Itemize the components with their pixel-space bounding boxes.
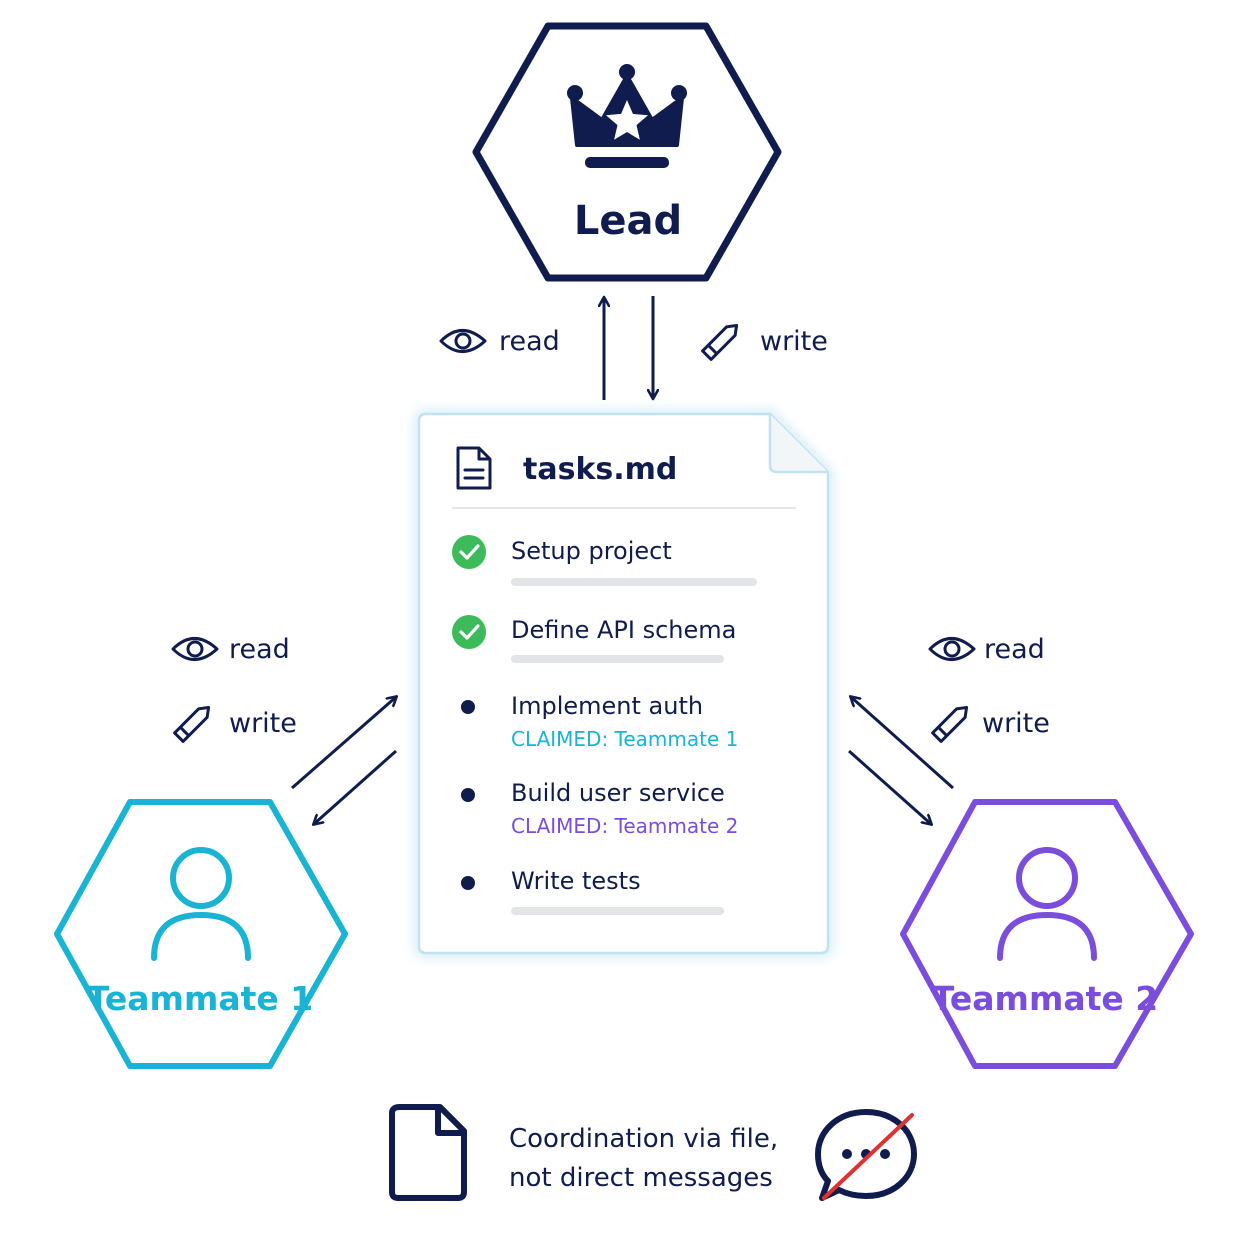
task-item: Setup project bbox=[452, 535, 757, 586]
read-text: read bbox=[229, 634, 290, 665]
user-icon bbox=[151, 847, 251, 961]
task-label: Build user service bbox=[511, 779, 725, 807]
task-placeholder-bar bbox=[511, 655, 724, 663]
read-text: read bbox=[984, 634, 1045, 665]
teammate1-node: Teammate 1 bbox=[54, 799, 348, 1069]
no-chat-icon bbox=[815, 1109, 917, 1201]
lead-label: Lead bbox=[574, 198, 682, 244]
teammate2-write-arrow bbox=[851, 697, 954, 790]
task-item: Build user service CLAIMED: Teammate 2 bbox=[461, 779, 738, 838]
bullet-icon bbox=[461, 700, 475, 714]
tasks-file-card: tasks.md Setup project Define API schema… bbox=[415, 410, 832, 957]
task-label: Write tests bbox=[511, 867, 641, 895]
teammate1-write-label: write bbox=[173, 705, 297, 743]
lead-node: Lead bbox=[472, 22, 782, 282]
check-circle-icon bbox=[452, 535, 486, 569]
eye-icon bbox=[171, 637, 219, 661]
file-dogear bbox=[768, 414, 828, 474]
pencil-icon bbox=[701, 323, 739, 361]
pencil-icon bbox=[931, 705, 969, 743]
teammate2-read-label: read bbox=[928, 634, 1045, 665]
teammate1-write-arrow bbox=[291, 697, 396, 790]
teammate2-hexagon bbox=[900, 799, 1194, 1069]
teammate2-node: Teammate 2 bbox=[900, 799, 1194, 1069]
lead-hexagon bbox=[472, 22, 782, 282]
task-item: Write tests bbox=[461, 867, 724, 915]
footer-line-1: Coordination via file, bbox=[509, 1124, 778, 1154]
teammate2-read-arrow bbox=[848, 749, 931, 824]
task-item: Implement auth CLAIMED: Teammate 1 bbox=[461, 692, 738, 751]
teammate2-write-label: write bbox=[931, 705, 1050, 743]
bullet-icon bbox=[461, 788, 475, 802]
file-card-body bbox=[417, 412, 830, 955]
write-text: write bbox=[982, 708, 1050, 739]
task-placeholder-bar bbox=[511, 578, 757, 586]
teammate1-label: Teammate 1 bbox=[87, 979, 313, 1018]
task-placeholder-bar bbox=[511, 907, 724, 915]
crown-icon bbox=[567, 64, 687, 168]
file-name: tasks.md bbox=[523, 452, 677, 487]
eye-icon bbox=[439, 329, 487, 353]
footer-note: Coordination via file, not direct messag… bbox=[389, 1104, 917, 1201]
file-icon bbox=[456, 446, 492, 490]
task-label: Implement auth bbox=[511, 692, 703, 720]
teammate1-read-arrow bbox=[314, 749, 397, 824]
pencil-icon bbox=[173, 705, 211, 743]
task-label: Setup project bbox=[511, 537, 672, 565]
task-label: Define API schema bbox=[511, 616, 736, 644]
lead-read-label: read bbox=[439, 326, 560, 357]
eye-icon bbox=[928, 637, 976, 661]
footer-line-2: not direct messages bbox=[509, 1163, 773, 1193]
lead-write-label: write bbox=[701, 323, 828, 361]
teammate2-label: Teammate 2 bbox=[932, 979, 1158, 1018]
teammate1-hexagon bbox=[54, 799, 348, 1069]
write-text: write bbox=[229, 708, 297, 739]
document-icon bbox=[389, 1104, 467, 1201]
check-circle-icon bbox=[452, 615, 486, 649]
claim-label: CLAIMED: Teammate 1 bbox=[511, 727, 738, 751]
read-text: read bbox=[499, 326, 560, 357]
bullet-icon bbox=[461, 876, 475, 890]
user-icon bbox=[997, 847, 1097, 961]
write-text: write bbox=[760, 326, 828, 357]
task-item: Define API schema bbox=[452, 615, 736, 663]
teammate1-read-label: read bbox=[171, 634, 290, 665]
claim-label: CLAIMED: Teammate 2 bbox=[511, 814, 738, 838]
